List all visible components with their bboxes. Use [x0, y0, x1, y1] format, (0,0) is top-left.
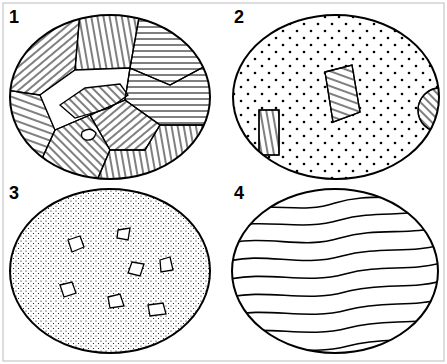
callout-number: 4 [234, 184, 244, 202]
callout-number: 2 [234, 8, 244, 26]
callout-number: 1 [9, 8, 19, 26]
callout-number: 3 [9, 184, 19, 202]
